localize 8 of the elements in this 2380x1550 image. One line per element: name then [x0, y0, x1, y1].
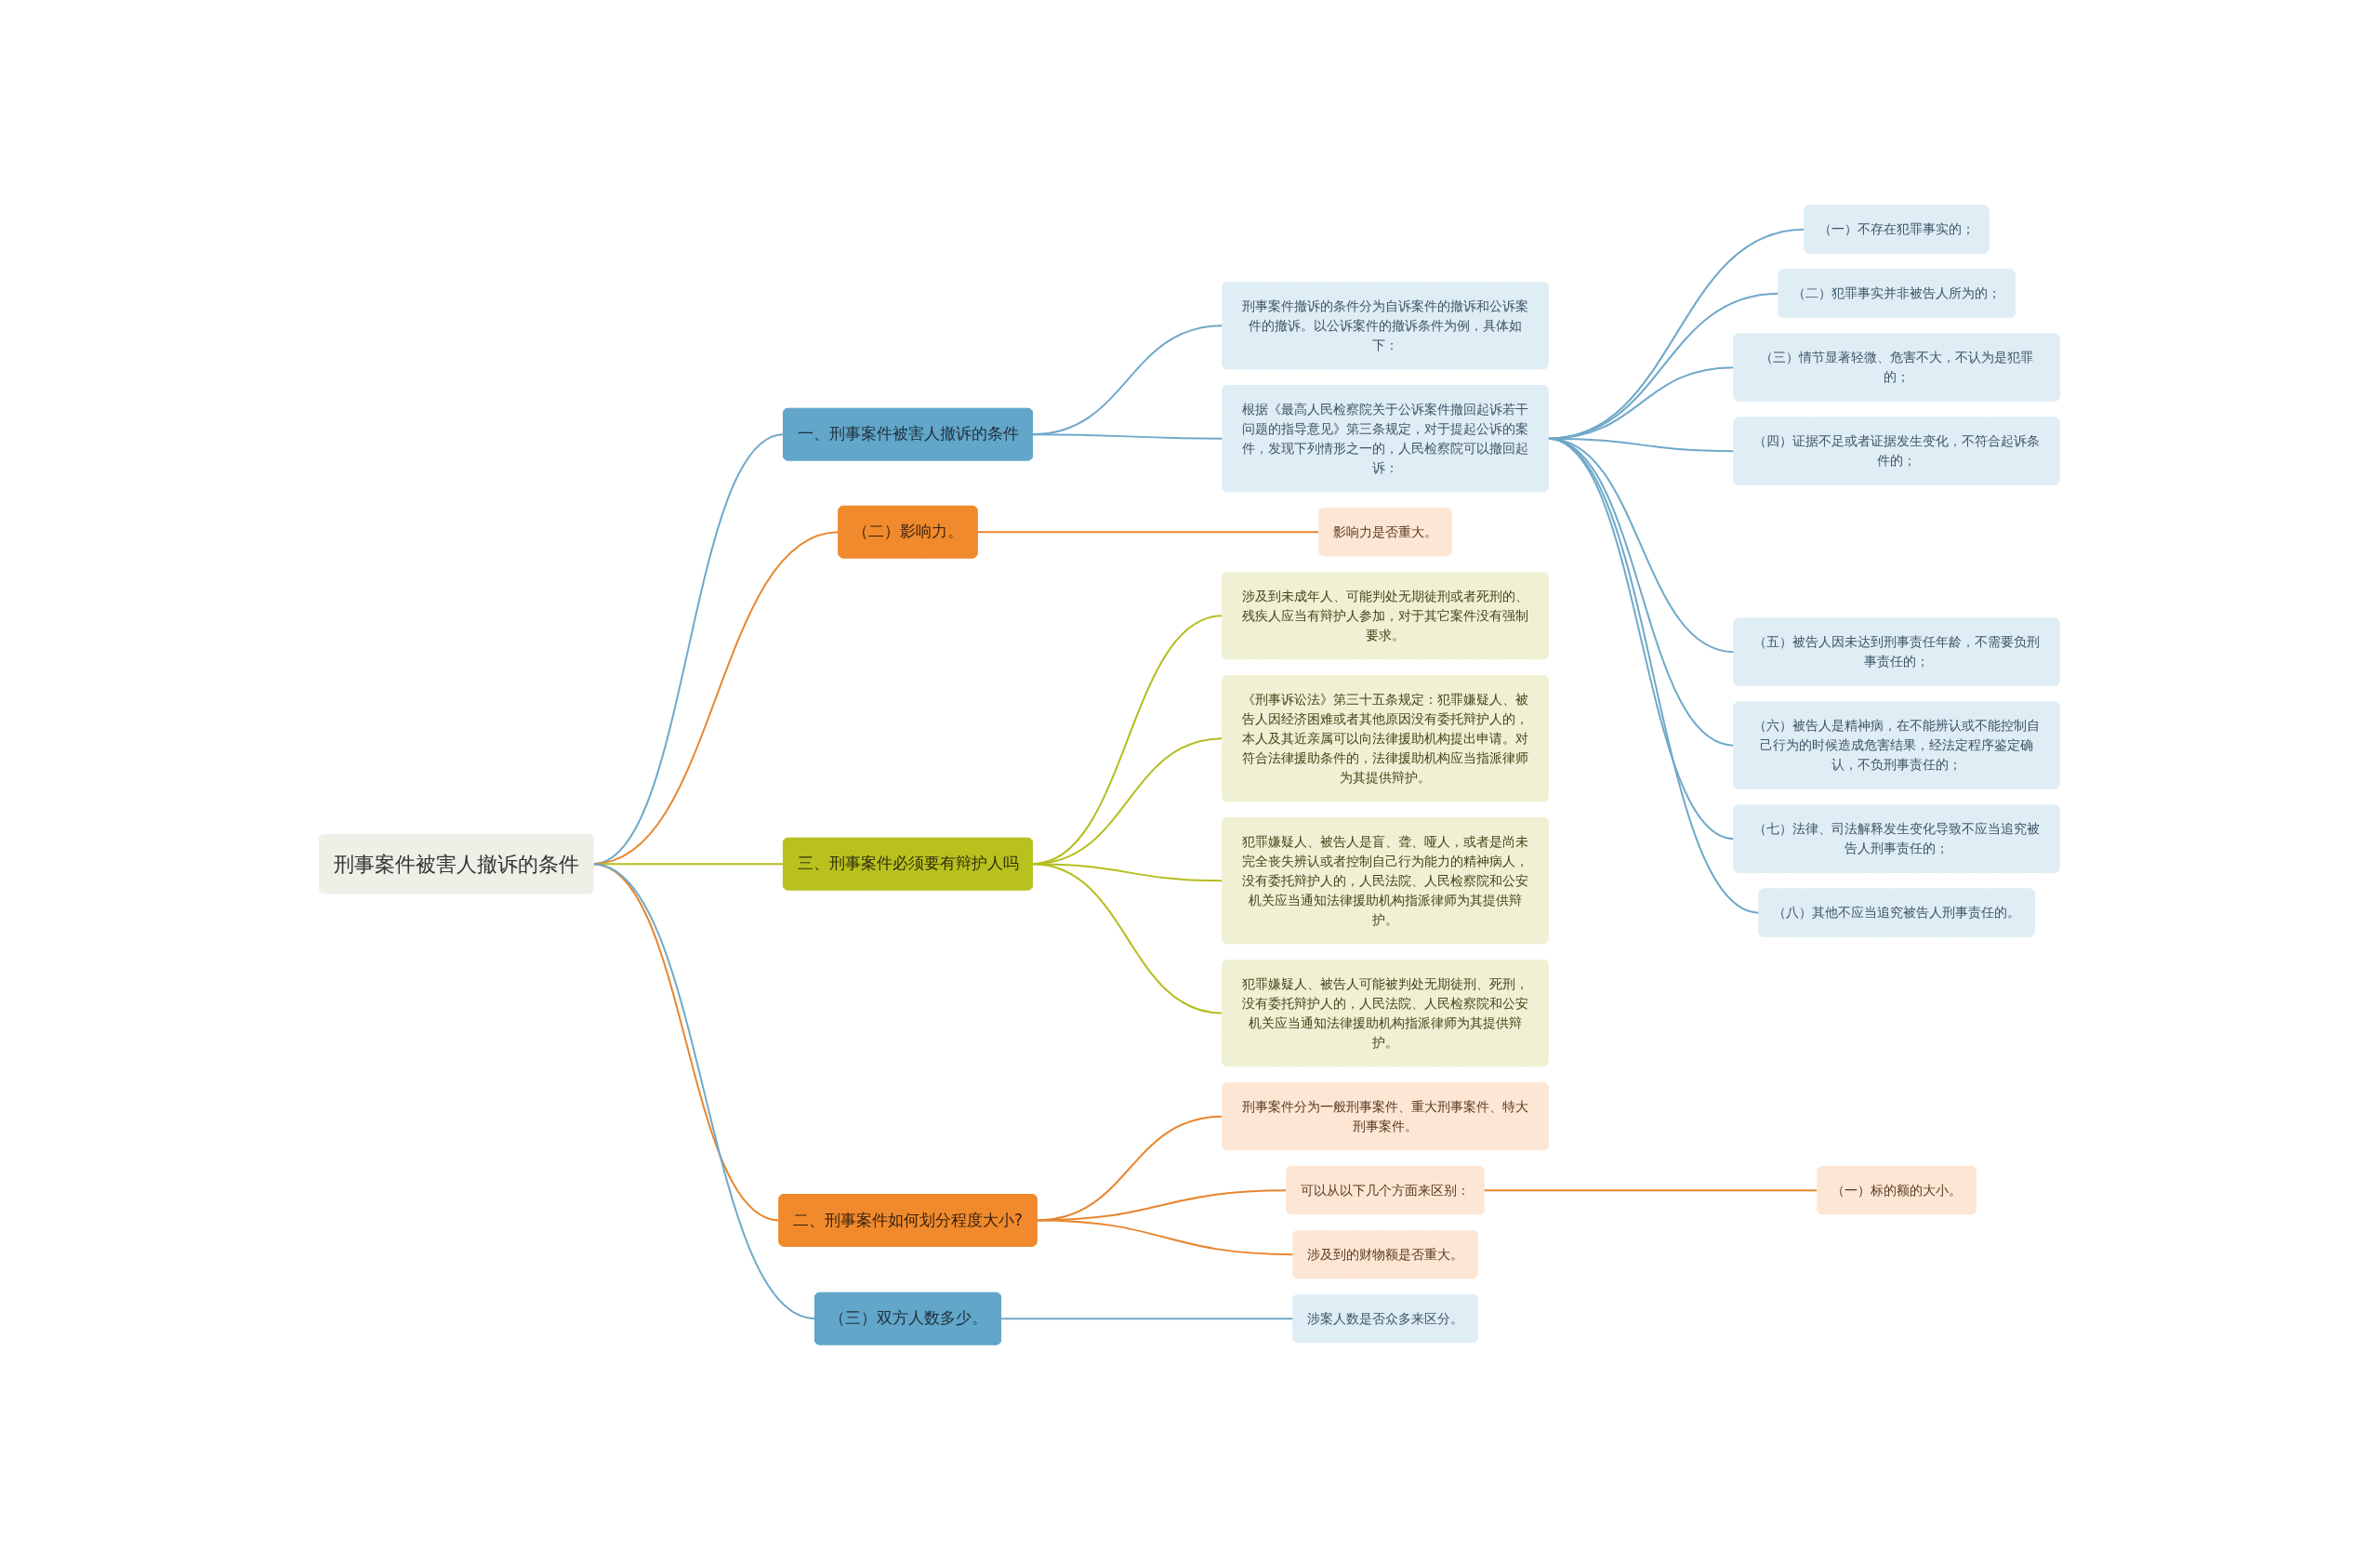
connector [1032, 433, 1224, 440]
connector [976, 531, 1321, 534]
connector [592, 863, 816, 1320]
connector [1547, 437, 1761, 914]
connector [1483, 1189, 1819, 1192]
connector [1032, 863, 1224, 1014]
connector [1000, 1318, 1295, 1320]
connector [1036, 1219, 1295, 1256]
